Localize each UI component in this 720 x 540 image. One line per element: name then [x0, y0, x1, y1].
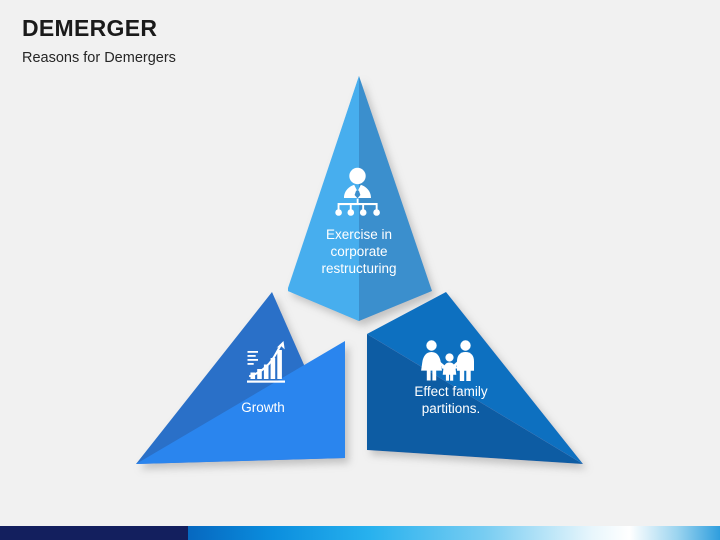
growth-bar-chart-icon [247, 341, 285, 383]
slide-header: DEMERGER Reasons for Demergers [22, 14, 522, 68]
segment-left-face-lower [136, 341, 345, 464]
page-subtitle: Reasons for Demergers [22, 50, 176, 66]
footer-navy-block [0, 526, 188, 540]
segment-top[interactable] [288, 76, 432, 321]
segment-top-face-left-fill [288, 76, 359, 321]
footer-accent-bar [0, 526, 720, 540]
org-chart-person-icon [335, 167, 380, 216]
segment-right-face-right [367, 292, 583, 464]
segment-bottom-left[interactable] [136, 292, 345, 464]
page-title: DEMERGER [22, 15, 158, 41]
segment-top-face-right [359, 76, 432, 321]
family-icon [421, 340, 474, 381]
triangle-infographic [136, 76, 583, 464]
footer-gradient-block [188, 526, 720, 540]
segment-bottom-right[interactable] [367, 292, 583, 464]
